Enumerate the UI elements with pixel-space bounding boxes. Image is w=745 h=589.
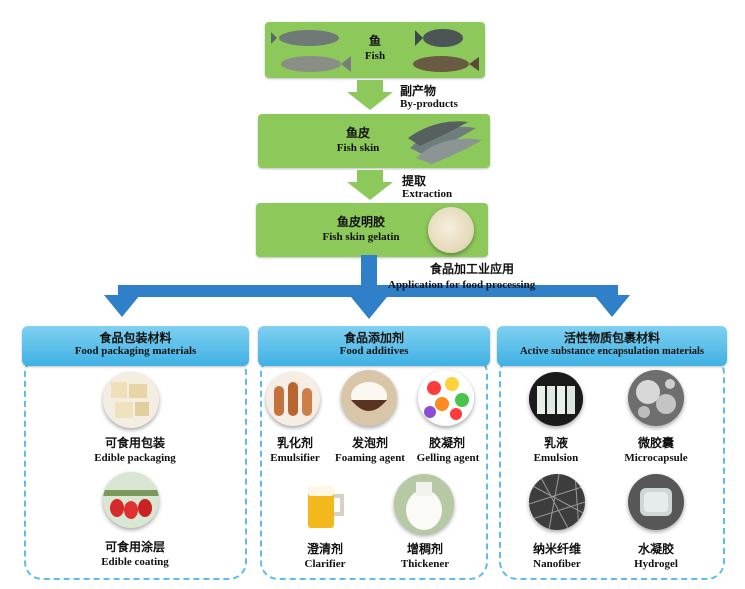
- edible-coating-image: [103, 472, 159, 528]
- thickener-label-cn: 增稠剂: [406, 542, 443, 556]
- application-label-en: Application for food processing: [388, 279, 536, 291]
- thickener-image: [394, 474, 454, 534]
- emulsion-label-en: Emulsion: [533, 452, 579, 464]
- arrow-down-icon: [347, 170, 393, 200]
- application-label-cn: 食品加工业应用: [430, 262, 515, 276]
- additives-header: 食品添加剂 Food additives: [258, 326, 490, 366]
- byproducts-label-cn: 副产物: [400, 84, 437, 98]
- edible-packaging-label-cn: 可食用包装: [104, 436, 165, 450]
- edible-coating-label-en: Edible coating: [101, 556, 169, 568]
- fish-skin-label-en: Fish skin: [336, 142, 380, 154]
- microcapsule-label-cn: 微胶囊: [637, 436, 674, 450]
- hydrogel-image: [628, 474, 684, 530]
- encapsulation-title-en: Active substance encapsulation materials: [519, 346, 705, 357]
- encapsulation-title-cn: 活性物质包裹材料: [563, 331, 660, 345]
- fish-image: [271, 29, 479, 72]
- extraction-label-en: Extraction: [402, 188, 453, 200]
- nanofiber-image: [529, 474, 585, 530]
- fish-label-cn: 鱼: [368, 34, 381, 48]
- emulsifier-label-en: Emulsifier: [270, 452, 320, 464]
- gelling-agent-label-cn: 胶凝剂: [428, 436, 465, 450]
- hydrogel-label-en: Hydrogel: [634, 558, 678, 570]
- foaming-agent-label-en: Foaming agent: [335, 452, 405, 464]
- additives-title-en: Food additives: [339, 345, 409, 357]
- fish-skin-image: [408, 121, 482, 164]
- gelatin-box: 鱼皮明胶 Fish skin gelatin: [256, 203, 488, 257]
- emulsifier-label-cn: 乳化剂: [276, 436, 313, 450]
- gelatin-label-cn: 鱼皮明胶: [336, 215, 385, 229]
- microcapsule-label-en: Microcapsule: [624, 452, 688, 464]
- thickener-label-en: Thickener: [400, 558, 450, 570]
- foaming-agent-label-cn: 发泡剂: [351, 436, 388, 450]
- additives-title-cn: 食品添加剂: [343, 331, 404, 345]
- distribution-arrows: [104, 255, 630, 319]
- hydrogel-label-cn: 水凝胶: [637, 542, 674, 556]
- gelatin-label-en: Fish skin gelatin: [322, 231, 400, 243]
- nanofiber-label-cn: 纳米纤维: [532, 542, 581, 556]
- encapsulation-header: 活性物质包裹材料 Active substance encapsulation …: [497, 326, 727, 366]
- edible-packaging-image: [103, 372, 159, 428]
- clarifier-label-en: Clarifier: [304, 558, 346, 570]
- fish-box: 鱼 Fish: [265, 22, 485, 78]
- fish-label-en: Fish: [364, 50, 386, 62]
- fish-skin-box: 鱼皮 Fish skin: [258, 114, 490, 168]
- foaming-agent-image: [341, 370, 397, 426]
- microcapsule-image: [628, 370, 684, 426]
- fish-skin-label-cn: 鱼皮: [345, 126, 370, 140]
- byproducts-label-en: By-products: [400, 98, 458, 110]
- nanofiber-label-en: Nanofiber: [533, 558, 581, 570]
- clarifier-label-cn: 澄清剂: [306, 542, 343, 556]
- clarifier-image: [296, 478, 352, 534]
- arrow-down-icon: [347, 80, 393, 110]
- edible-packaging-label-en: Edible packaging: [94, 452, 176, 464]
- gelling-agent-image: [418, 370, 474, 426]
- emulsion-label-cn: 乳液: [543, 436, 568, 450]
- packaging-header: 食品包装材料 Food packaging materials: [22, 326, 249, 366]
- packaging-title-cn: 食品包装材料: [99, 331, 172, 345]
- gelling-agent-label-en: Gelling agent: [416, 452, 480, 464]
- emulsion-image: [529, 372, 583, 426]
- extraction-label-cn: 提取: [402, 174, 427, 188]
- gelatin-powder-image: [428, 207, 474, 253]
- edible-coating-label-cn: 可食用涂层: [104, 540, 165, 554]
- emulsifier-image: [266, 372, 320, 426]
- packaging-title-en: Food packaging materials: [74, 345, 197, 357]
